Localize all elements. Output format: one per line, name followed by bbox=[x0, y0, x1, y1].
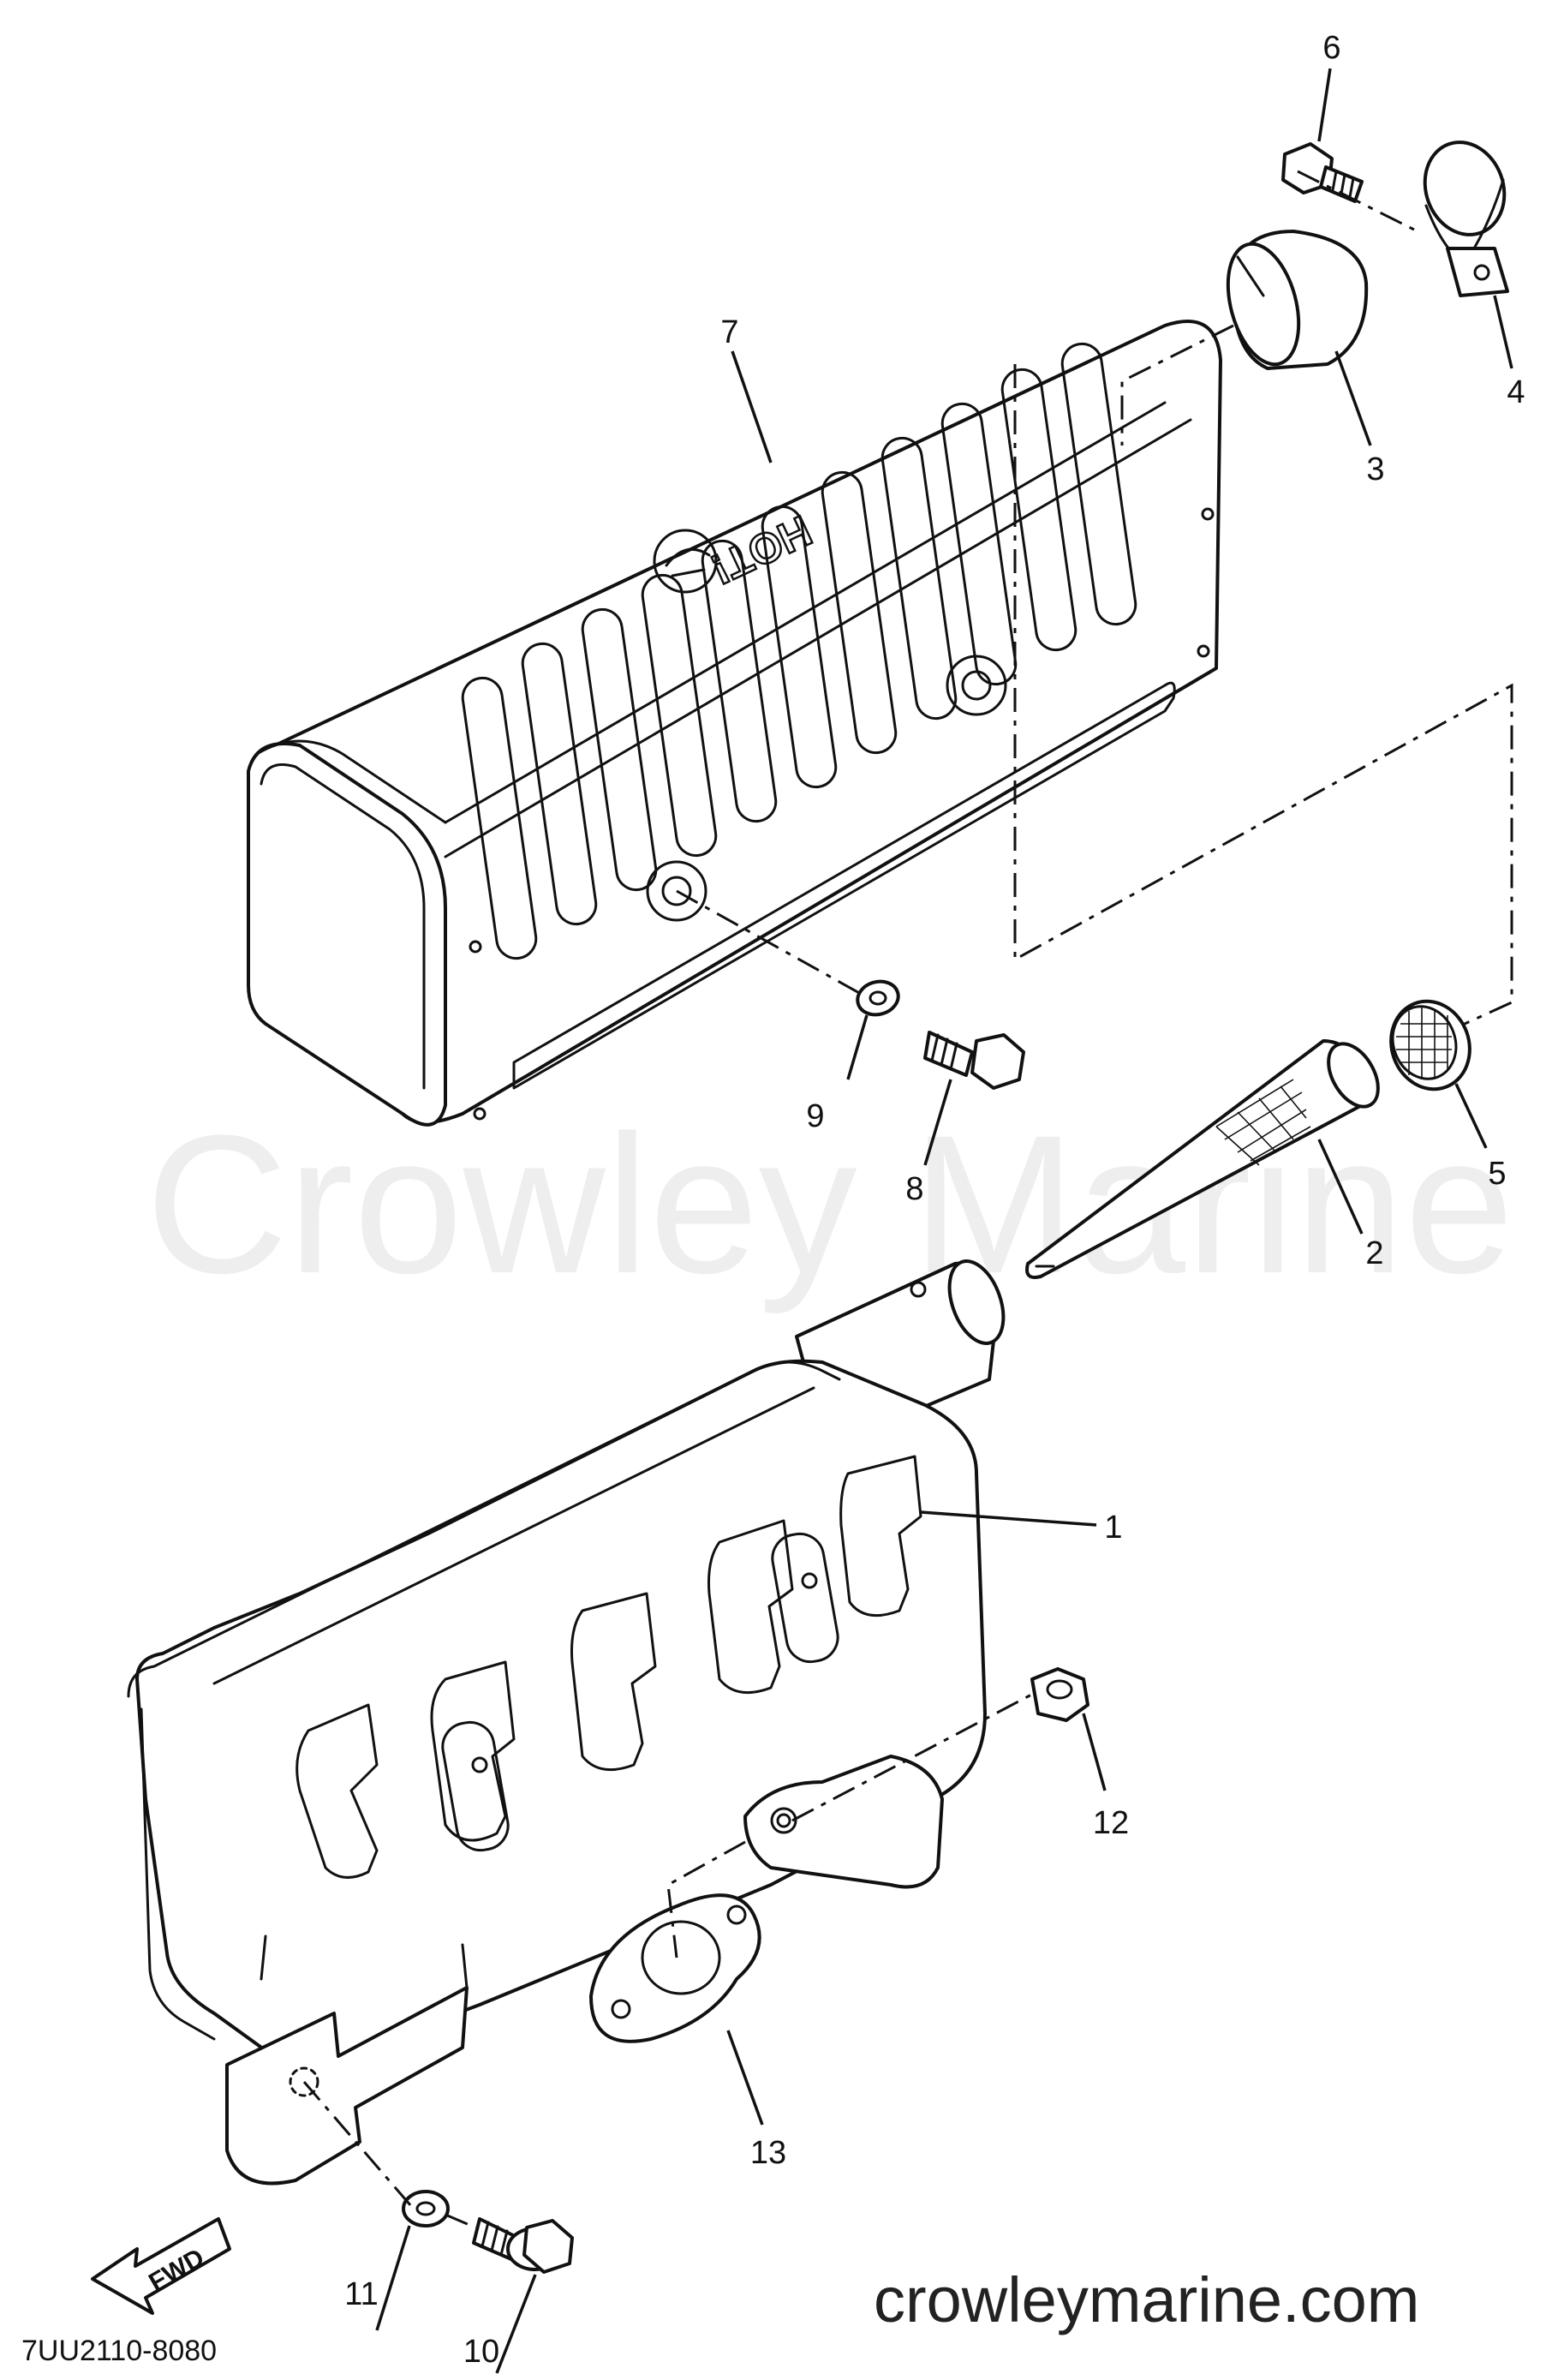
cover-ribs bbox=[461, 342, 1137, 960]
leader-lines bbox=[375, 68, 1513, 2374]
muffler-fins bbox=[295, 1455, 922, 1879]
drawing-code: 7UU2110-8080 bbox=[21, 2335, 217, 2367]
callout-7: 7 bbox=[720, 314, 738, 350]
part-13-gasket bbox=[589, 1893, 761, 2043]
part-12-nut bbox=[1030, 1667, 1089, 1722]
callout-labels: 1 2 3 4 5 6 7 8 9 10 11 12 13 bbox=[344, 30, 1525, 2370]
callout-1: 1 bbox=[1104, 1510, 1122, 1546]
part-2-spark-arrester bbox=[1025, 1039, 1380, 1279]
callout-11: 11 bbox=[344, 2276, 378, 2312]
callout-13: 13 bbox=[750, 2135, 786, 2171]
website-watermark: crowleymarine.com bbox=[874, 2264, 1419, 2335]
fwd-arrow: FWD bbox=[91, 2217, 231, 2315]
callout-4: 4 bbox=[1507, 374, 1525, 410]
callout-9: 9 bbox=[806, 1098, 824, 1134]
callout-6: 6 bbox=[1322, 30, 1340, 66]
part-4-clamp bbox=[1423, 141, 1509, 297]
part-11-washer bbox=[402, 2190, 450, 2228]
part-9-washer bbox=[856, 979, 900, 1017]
part-10-bolt bbox=[472, 2217, 574, 2274]
callout-10: 10 bbox=[463, 2334, 499, 2370]
part-3-grommet bbox=[1226, 230, 1369, 370]
part-8-bolt bbox=[923, 1031, 1025, 1090]
hand-warning-icon bbox=[653, 529, 718, 594]
part-7-heat-shield: HOT! bbox=[247, 320, 1222, 1127]
callout-5: 5 bbox=[1488, 1156, 1506, 1192]
callout-3: 3 bbox=[1366, 451, 1384, 487]
callout-2: 2 bbox=[1365, 1235, 1383, 1271]
callout-12: 12 bbox=[1093, 1805, 1129, 1841]
callout-8: 8 bbox=[905, 1171, 923, 1207]
part-5-screen bbox=[1389, 999, 1471, 1091]
assembly-lines bbox=[302, 170, 1513, 2229]
part-1-muffler bbox=[127, 1259, 1006, 2186]
part-6-bolt bbox=[1281, 142, 1364, 203]
